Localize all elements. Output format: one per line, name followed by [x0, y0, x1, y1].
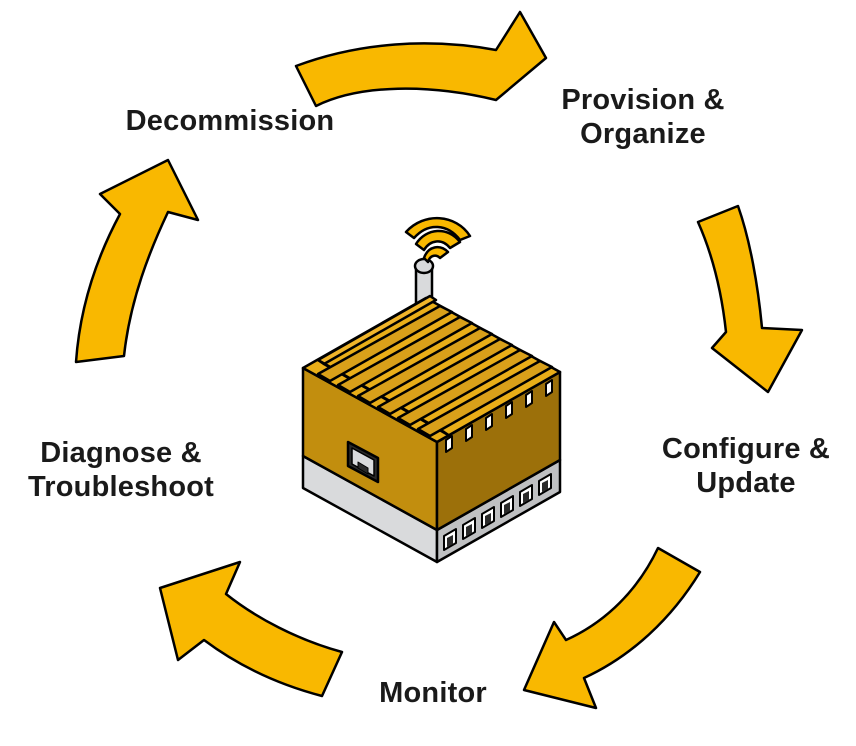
ethernet-port-icon	[346, 440, 380, 484]
stage-label-provision-line2: Organize	[580, 118, 706, 150]
stage-label-decommission: Decommission	[112, 104, 348, 138]
arrow-diagnose-to-decommission	[74, 158, 200, 364]
stage-label-diagnose: Diagnose & Troubleshoot	[16, 436, 226, 504]
arrow-configure-to-monitor	[522, 546, 702, 710]
stage-label-configure-line2: Update	[696, 467, 796, 499]
stage-label-decommission-line1: Decommission	[125, 105, 335, 137]
stage-label-diagnose-line2: Troubleshoot	[27, 471, 215, 503]
stage-label-configure: Configure & Update	[656, 432, 836, 500]
edge-device-icon	[301, 217, 562, 564]
stage-label-monitor: Monitor	[362, 676, 504, 710]
stage-label-diagnose-line1: Diagnose &	[40, 437, 202, 469]
stage-label-provision: Provision & Organize	[540, 83, 746, 151]
stage-label-configure-line1: Configure &	[661, 433, 831, 465]
stage-label-monitor-line1: Monitor	[379, 677, 487, 709]
arrow-provision-to-configure	[696, 204, 804, 394]
stage-label-provision-line1: Provision &	[561, 84, 725, 116]
arrow-monitor-to-diagnose	[158, 560, 344, 698]
arrow-decommission-to-provision	[294, 10, 548, 108]
